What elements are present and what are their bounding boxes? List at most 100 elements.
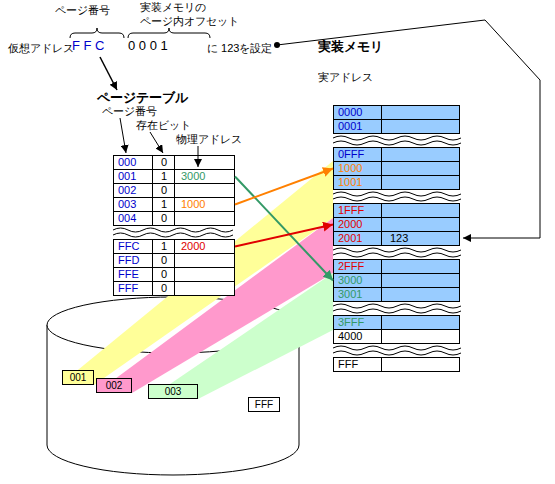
- node-heading: 実装メモリ: [318, 40, 383, 53]
- memory-row: 2FFF: [333, 259, 460, 274]
- memory-row: 4000: [333, 329, 460, 344]
- header-arrow: [150, 132, 163, 153]
- virtual-address-caption: 仮想アドレス: [8, 41, 74, 55]
- page-number-cell: 003: [114, 198, 153, 211]
- page-number-cell: FFE: [114, 268, 153, 281]
- break-line: [333, 253, 461, 257]
- page-table-row: 00311000: [113, 197, 235, 212]
- mapping-arrow: [235, 169, 333, 205]
- real-address-cell: 3001: [334, 288, 381, 301]
- real-address-cell: 2001: [334, 232, 381, 245]
- memory-row: 0000: [333, 105, 460, 120]
- header-arrow: [120, 118, 126, 153]
- present-bit-cell: 0: [153, 156, 175, 169]
- memory-row: 2001123: [333, 231, 460, 246]
- real-address-cell: 3000: [334, 274, 381, 287]
- break-line: [333, 192, 461, 196]
- real-address-cell: 0001: [334, 120, 381, 133]
- real-address-cell: FFF: [334, 358, 381, 371]
- real-address-cell: 1001: [334, 176, 381, 189]
- page-table-row: 0020: [113, 183, 235, 198]
- real-address-cell: 4000: [334, 330, 381, 343]
- offset-value: 0 0 0 1: [128, 39, 168, 53]
- memory-row: 3001: [333, 287, 460, 302]
- break-line: [333, 141, 461, 145]
- page-table-row: FFE0: [113, 267, 235, 282]
- break-line: [113, 233, 233, 237]
- break-line: [333, 304, 461, 308]
- page-number-cell: 000: [114, 156, 153, 169]
- disk-page: 001: [62, 370, 94, 385]
- memory-row: 1FFF: [333, 203, 460, 218]
- node-heading: ページテーブル: [97, 91, 188, 104]
- page-table: ページテーブル0000001130000020003110000040FFC12…: [113, 155, 235, 296]
- real-address-cell: 2000: [334, 218, 381, 231]
- physical-address-cell: 1000: [175, 198, 234, 211]
- column-header: 物理アドレス: [176, 132, 242, 146]
- break-line: [333, 346, 461, 350]
- memory-row: 2000: [333, 217, 460, 232]
- column-header: 存在ビット: [136, 118, 191, 132]
- memory-row: 0001: [333, 119, 460, 134]
- present-bit-cell: 0: [153, 212, 175, 225]
- break-line: [333, 248, 461, 252]
- break-line: [113, 228, 233, 232]
- mapping-band: [96, 218, 333, 393]
- page-number-cell: 001: [114, 170, 153, 183]
- lookup-arrow: [100, 57, 117, 90]
- leader-line: [277, 20, 540, 238]
- real-address-cell: 2FFF: [334, 260, 381, 273]
- disk-page: 002: [96, 378, 132, 393]
- physical-address-cell: 2000: [175, 240, 234, 253]
- column-header: ページ番号: [102, 104, 157, 118]
- disk-page-text: 001: [63, 371, 93, 384]
- page-number-cell: FFD: [114, 254, 153, 267]
- physical-memory: 実装メモリ000000010FFF100010011FFF20002001123…: [333, 105, 460, 372]
- memory-row: 3FFF: [333, 315, 460, 330]
- present-bit-cell: 1: [153, 240, 175, 253]
- disk-page-text: FFF: [249, 398, 279, 411]
- mapping-arrow: [235, 177, 333, 281]
- present-bit-cell: 0: [153, 184, 175, 197]
- page-number-cell: 004: [114, 212, 153, 225]
- present-bit-cell: 0: [153, 268, 175, 281]
- break-line: [333, 309, 461, 313]
- break-marks: [113, 136, 461, 355]
- page-number-caption: ページ番号: [55, 3, 110, 17]
- page-table-row: FFC12000: [113, 239, 235, 254]
- break-line: [333, 351, 461, 355]
- memory-row: 3000: [333, 273, 460, 288]
- leader-dot: [274, 42, 280, 48]
- page-number-cell: FFF: [114, 282, 153, 295]
- page-table-row: FFF0: [113, 281, 235, 296]
- disk-page: 003: [148, 384, 198, 399]
- page-number-value: F F C: [72, 39, 105, 53]
- physical-address-cell: 3000: [175, 170, 234, 183]
- disk-page-text: 003: [149, 385, 197, 398]
- break-line: [333, 136, 461, 140]
- memory-row: 0FFF: [333, 147, 460, 162]
- present-bit-cell: 0: [153, 282, 175, 295]
- break-line: [333, 197, 461, 201]
- value-note: に 123を設定: [207, 41, 272, 55]
- memory-row: FFF: [333, 357, 460, 372]
- page-table-row: 0000: [113, 155, 235, 170]
- present-bit-cell: 0: [153, 254, 175, 267]
- disk-top: [47, 297, 299, 353]
- column-header: 実アドレス: [318, 70, 373, 84]
- page-table-row: 00113000: [113, 169, 235, 184]
- disk-page: FFF: [248, 397, 280, 412]
- offset-caption: 実装メモリの ページ内オフセット: [140, 0, 245, 28]
- mapping-arrow: [235, 225, 333, 247]
- real-address-cell: 1FFF: [334, 204, 381, 217]
- brace: [70, 28, 124, 38]
- page-table-row: FFD0: [113, 253, 235, 268]
- present-bit-cell: 1: [153, 198, 175, 211]
- memory-value-cell: 123: [382, 232, 459, 245]
- memory-row: 1001: [333, 175, 460, 190]
- real-address-cell: 3FFF: [334, 316, 381, 329]
- mapping-band: [62, 161, 333, 385]
- real-address-cell: 1000: [334, 162, 381, 175]
- page-number-cell: 002: [114, 184, 153, 197]
